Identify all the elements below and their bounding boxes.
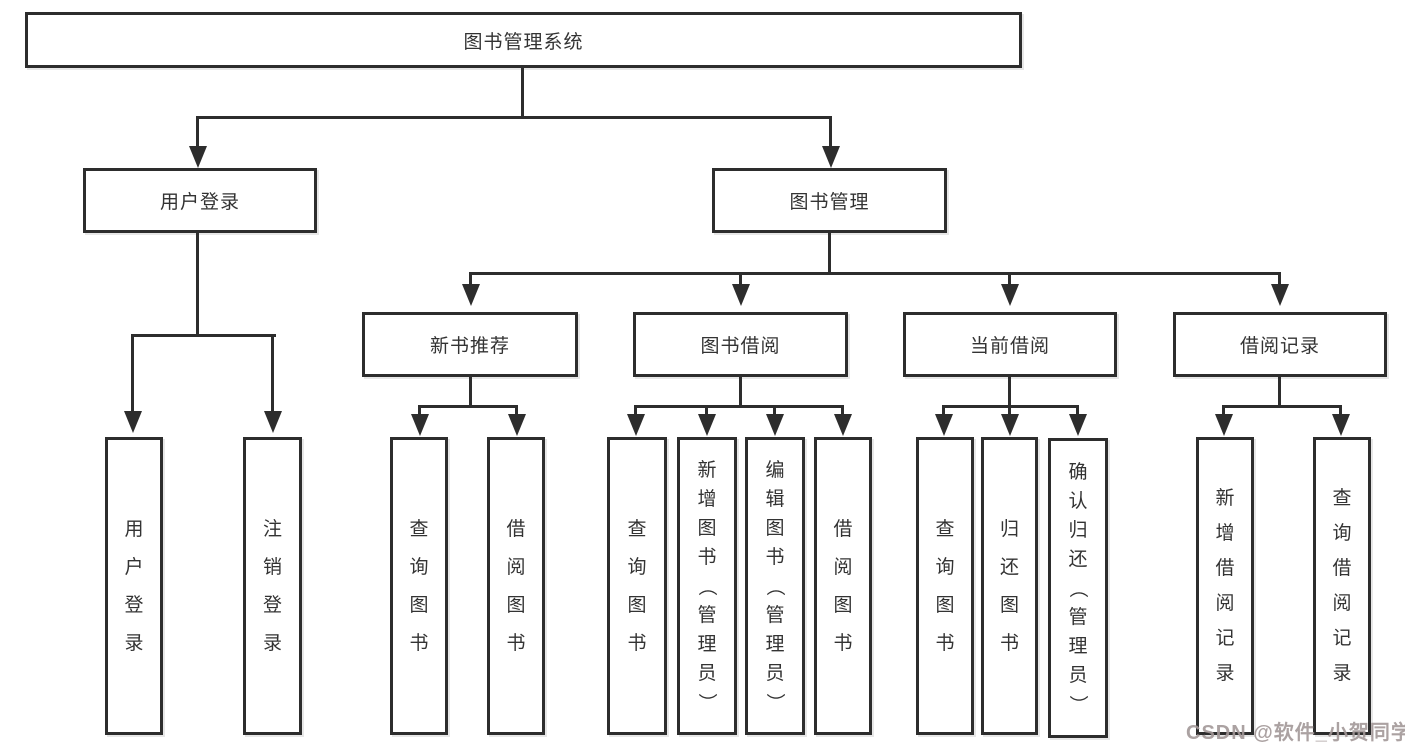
arrow-down-icon bbox=[418, 405, 421, 415]
leaf-add-book-admin: 新增图书（管理员） bbox=[677, 437, 737, 735]
leaf-borrow-book-2: 借阅图书 bbox=[814, 437, 872, 735]
edge-root-bar bbox=[196, 116, 832, 119]
edge-borrow-bar bbox=[634, 405, 844, 408]
arrow-down-icon bbox=[773, 405, 776, 415]
node-root-label: 图书管理系统 bbox=[463, 31, 584, 53]
arrow-down-icon bbox=[1222, 405, 1225, 415]
edge-records-stem bbox=[1278, 377, 1281, 408]
arrow-down-icon bbox=[469, 272, 472, 285]
node-book-borrow: 图书借阅 bbox=[633, 312, 848, 377]
node-user-login-label: 用户登录 bbox=[159, 192, 240, 213]
leaf-confirm-return-admin: 确认归还（管理员） bbox=[1048, 438, 1108, 738]
edge-book-mgmt-bar bbox=[469, 272, 1281, 275]
arrow-down-icon bbox=[829, 116, 832, 147]
node-book-management-label: 图书管理 bbox=[789, 192, 870, 213]
edge-user-login-stem bbox=[196, 233, 199, 337]
arrow-down-icon bbox=[705, 405, 708, 415]
edge-borrow-stem bbox=[739, 377, 742, 408]
arrow-down-icon bbox=[1278, 272, 1281, 285]
edge-recommend-stem bbox=[469, 377, 472, 408]
arrow-down-icon bbox=[271, 334, 274, 412]
leaf-query-borrow-record-label: 查询借阅记录 bbox=[1332, 488, 1352, 684]
leaf-query-book-1-label: 查询图书 bbox=[409, 518, 429, 654]
leaf-add-book-admin-label: 新增图书（管理员） bbox=[696, 459, 718, 712]
edge-records-bar bbox=[1222, 405, 1342, 408]
leaf-borrow-book-1: 借阅图书 bbox=[487, 437, 545, 735]
arrow-down-icon bbox=[515, 405, 518, 415]
leaf-return-book: 归还图书 bbox=[981, 437, 1038, 735]
node-new-book-recommend-label: 新书推荐 bbox=[429, 336, 510, 357]
leaf-edit-book-admin: 编辑图书（管理员） bbox=[745, 437, 805, 735]
leaf-query-book-2: 查询图书 bbox=[607, 437, 667, 735]
arrow-down-icon bbox=[739, 272, 742, 285]
leaf-query-book-1: 查询图书 bbox=[390, 437, 448, 735]
arrow-down-icon bbox=[942, 405, 945, 415]
leaf-return-book-label: 归还图书 bbox=[999, 518, 1019, 654]
arrow-down-icon bbox=[1008, 405, 1011, 415]
leaf-query-book-2-label: 查询图书 bbox=[627, 518, 647, 654]
edge-recommend-bar bbox=[418, 405, 518, 408]
node-book-borrow-label: 图书借阅 bbox=[700, 336, 781, 357]
leaf-add-borrow-record-label: 新增借阅记录 bbox=[1215, 488, 1235, 684]
node-current-borrow-label: 当前借阅 bbox=[969, 336, 1050, 357]
edge-current-stem bbox=[1008, 377, 1011, 408]
node-borrow-records-label: 借阅记录 bbox=[1239, 336, 1320, 357]
arrow-down-icon bbox=[131, 334, 134, 412]
node-current-borrow: 当前借阅 bbox=[903, 312, 1117, 377]
leaf-query-book-3: 查询图书 bbox=[916, 437, 974, 735]
arrow-down-icon bbox=[1339, 405, 1342, 415]
leaf-add-borrow-record: 新增借阅记录 bbox=[1196, 437, 1254, 735]
edge-book-mgmt-stem bbox=[828, 233, 831, 275]
edge-user-login-bar bbox=[131, 334, 276, 337]
arrow-down-icon bbox=[841, 405, 844, 415]
leaf-query-borrow-record: 查询借阅记录 bbox=[1313, 437, 1371, 735]
leaf-edit-book-admin-label: 编辑图书（管理员） bbox=[764, 459, 786, 712]
arrow-down-icon bbox=[634, 405, 637, 415]
leaf-logout-label: 注销登录 bbox=[262, 518, 282, 654]
leaf-logout: 注销登录 bbox=[243, 437, 302, 735]
leaf-query-book-3-label: 查询图书 bbox=[935, 518, 955, 654]
node-book-management: 图书管理 bbox=[712, 168, 947, 233]
watermark: CSDN @软件_小贺同学 bbox=[1186, 722, 1405, 744]
node-root: 图书管理系统 bbox=[25, 12, 1022, 68]
node-user-login: 用户登录 bbox=[83, 168, 317, 233]
arrow-down-icon bbox=[1008, 272, 1011, 285]
arrow-down-icon bbox=[196, 116, 199, 147]
leaf-confirm-return-admin-label: 确认归还（管理员） bbox=[1067, 461, 1089, 714]
edge-root-stem bbox=[521, 68, 524, 119]
leaf-user-login-label: 用户登录 bbox=[124, 518, 144, 654]
leaf-user-login: 用户登录 bbox=[105, 437, 163, 735]
leaf-borrow-book-2-label: 借阅图书 bbox=[833, 518, 853, 654]
node-new-book-recommend: 新书推荐 bbox=[362, 312, 578, 377]
arrow-down-icon bbox=[1076, 405, 1079, 415]
leaf-borrow-book-1-label: 借阅图书 bbox=[506, 518, 526, 654]
node-borrow-records: 借阅记录 bbox=[1173, 312, 1387, 377]
